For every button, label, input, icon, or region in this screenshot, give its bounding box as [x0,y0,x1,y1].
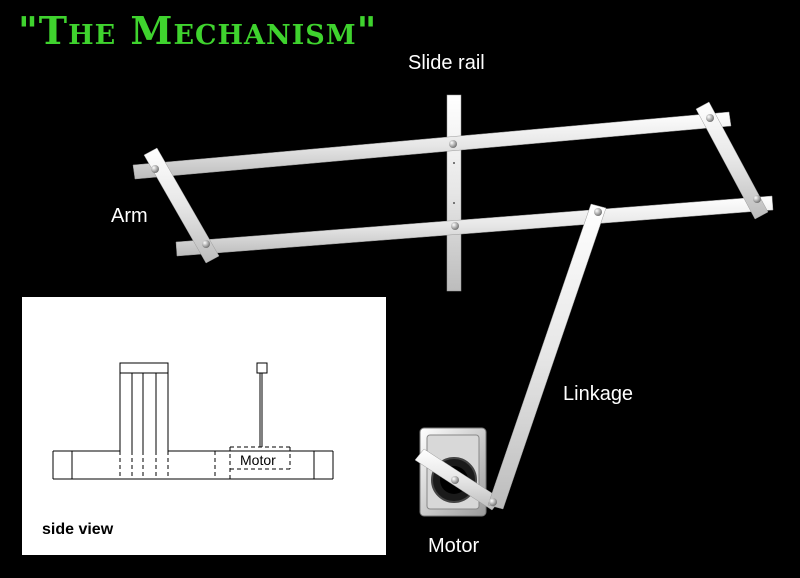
linkage-bar [487,203,607,510]
bolt [489,498,497,506]
diagram-title: "The Mechanism" [18,8,378,53]
motor-label: Motor [428,535,480,557]
bolt [202,240,210,248]
side-view-motor-label: Motor [238,452,278,468]
side-view-caption: side view [42,521,114,538]
bolt [706,114,714,122]
side-post-cap [119,362,169,374]
arm-label: Arm [111,205,148,227]
slide-rail [446,94,462,292]
slide-rail-hole [453,162,455,164]
arm-top-bar [132,111,732,180]
bolt [449,140,457,148]
arm-right-connector [695,101,769,220]
bolt [451,222,459,230]
slide-rail-label: Slide rail [408,52,485,74]
side-shaft-cap [256,362,268,374]
side-view-drawing [52,362,334,480]
bolt [594,208,602,216]
bolt [151,165,159,173]
arm-left-connector [143,147,220,264]
arm-bottom-bar [175,195,774,257]
side-view-panel: Motor side view [22,297,386,555]
bolt [753,195,761,203]
linkage-label: Linkage [563,383,634,405]
slide-rail-hole [453,202,455,204]
bolt [451,476,459,484]
